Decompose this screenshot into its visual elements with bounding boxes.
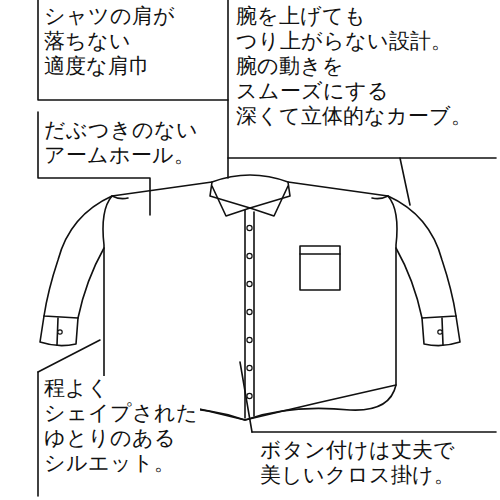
left-cuff [40, 316, 78, 346]
callout-label: 程よく シェイプされた ゆとりのある シルエット。 [42, 376, 200, 476]
button [247, 225, 252, 230]
collar-point [212, 186, 288, 216]
pocket [300, 246, 340, 290]
frame-line [227, 0, 229, 178]
collar [210, 175, 290, 208]
button [247, 393, 252, 398]
right-sleeve [388, 196, 456, 318]
yoke-seam [112, 196, 128, 199]
right-cuff [422, 316, 460, 346]
callout-label: ボタン付けは丈夫で 美しいクロス掛け。 [258, 438, 457, 488]
frame-line [252, 431, 496, 433]
frame-line [228, 157, 496, 159]
placket [244, 210, 246, 418]
frame-line [38, 0, 228, 100]
button [247, 365, 252, 370]
button [58, 330, 62, 334]
frame-line [37, 372, 39, 496]
callout-label: シャツの肩が 落ちない 適度な肩巾 [42, 4, 177, 79]
left-sleeve [44, 196, 112, 318]
frame-line [240, 362, 252, 432]
pocket-hem [300, 253, 340, 255]
button [247, 337, 252, 342]
frame-line [400, 158, 410, 205]
button [438, 330, 442, 334]
callout-label: だぶつきのない アームホール。 [42, 118, 200, 168]
placket [253, 212, 255, 416]
button [247, 309, 252, 314]
callout-label: 腕を上げても つり上がらない設計。 腕の動きを スムーズにする 深くて立体的なカ… [234, 4, 474, 129]
button [247, 253, 252, 258]
yoke-seam [372, 196, 388, 199]
button [247, 281, 252, 286]
